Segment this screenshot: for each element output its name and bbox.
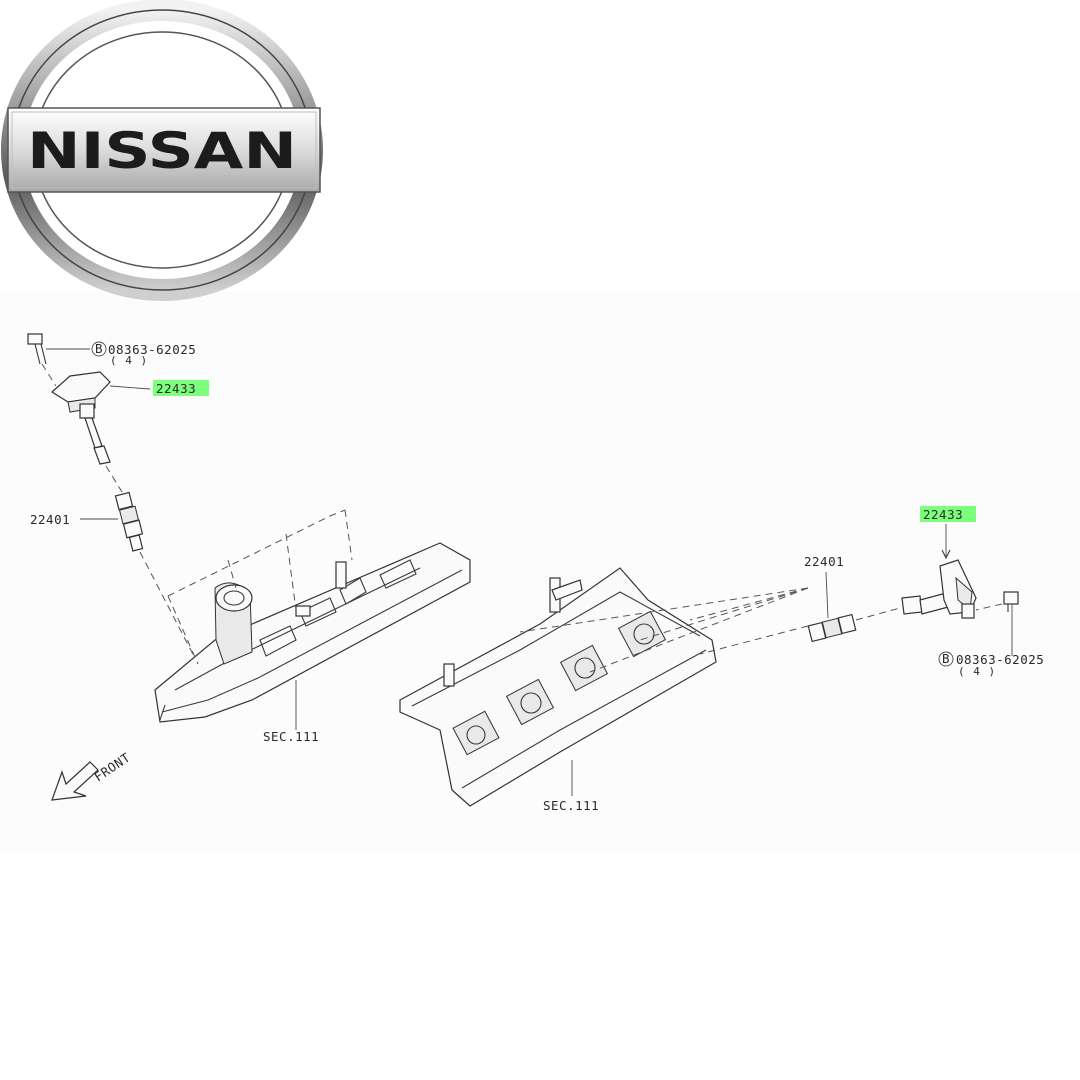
left-coil-part-number: 22433 — [156, 381, 196, 396]
left-bolt-marker: B — [95, 341, 103, 356]
left-spark-plug-icon — [114, 491, 144, 552]
left-coil-highlight — [153, 380, 209, 396]
right-spark-plug-icon — [807, 613, 857, 643]
nissan-logo: NISSAN — [1, 0, 323, 301]
front-arrow-icon — [51, 761, 99, 801]
left-valve-cover — [154, 542, 471, 723]
right-valve-cover — [399, 567, 717, 807]
right-assembly: SEC.111 22401 22433 B 0836 — [399, 506, 1044, 813]
diagram-background — [0, 292, 1080, 852]
right-section-ref: SEC.111 — [543, 798, 599, 813]
right-plug-part-number: 22401 — [804, 554, 844, 569]
logo-wordmark: NISSAN — [27, 122, 297, 180]
right-bolt-icon — [1003, 591, 1019, 612]
left-plug-part-number: 22401 — [30, 512, 70, 527]
left-bolt-icon — [27, 333, 47, 365]
right-bolt-ref: 08363-62025 — [956, 652, 1044, 667]
left-bolt-qty: ( 4 ) — [110, 354, 148, 367]
left-bolt-ref: 08363-62025 — [108, 342, 196, 357]
right-coil-highlight — [920, 506, 976, 522]
right-ignition-coil-icon — [901, 559, 977, 619]
right-bolt-marker-icon — [938, 651, 954, 667]
left-bolt-marker-icon — [91, 341, 107, 357]
right-bolt-marker: B — [942, 651, 950, 666]
left-section-ref: SEC.111 — [263, 729, 319, 744]
left-ignition-coil-icon — [51, 371, 111, 465]
right-bolt-qty: ( 4 ) — [958, 665, 996, 678]
right-coil-part-number: 22433 — [923, 507, 963, 522]
